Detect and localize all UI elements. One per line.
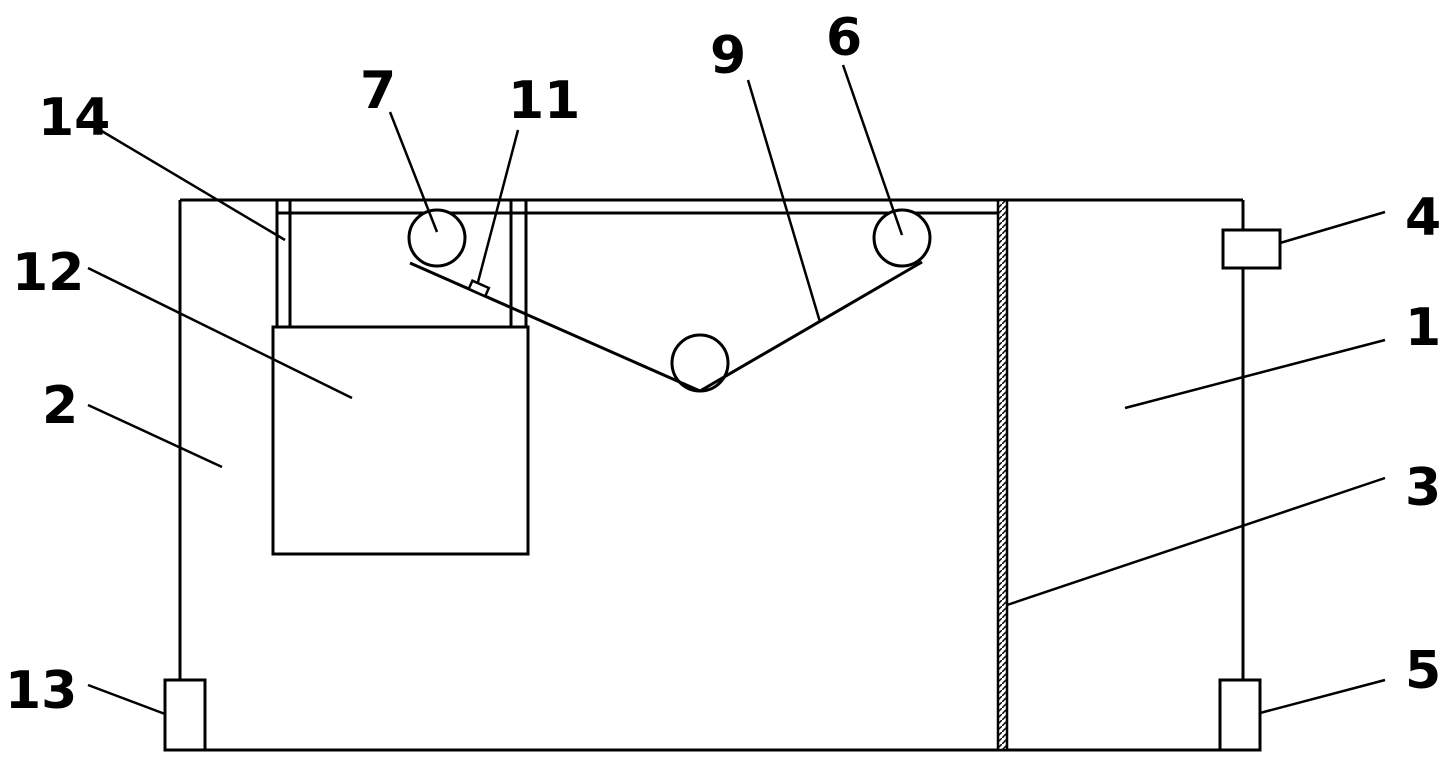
label-1: 1 bbox=[1405, 298, 1441, 358]
roller-6 bbox=[872, 208, 932, 268]
roller-7 bbox=[407, 208, 467, 268]
label-13: 13 bbox=[5, 661, 77, 721]
reference-labels: 14 12 2 13 7 11 9 6 4 1 3 5 bbox=[5, 8, 1441, 721]
label-12: 12 bbox=[12, 243, 84, 303]
label-14: 14 bbox=[38, 88, 110, 148]
label-4: 4 bbox=[1405, 188, 1441, 248]
belt-left-run bbox=[409, 261, 701, 393]
belt-9 bbox=[409, 260, 923, 393]
label-7: 7 bbox=[360, 61, 396, 121]
leader-1 bbox=[1124, 338, 1386, 410]
label-11: 11 bbox=[508, 71, 580, 131]
leader-11 bbox=[476, 129, 520, 283]
label-3: 3 bbox=[1405, 458, 1441, 518]
leader-12 bbox=[87, 266, 353, 400]
label-5: 5 bbox=[1405, 641, 1441, 701]
element-11 bbox=[467, 279, 491, 298]
belt-right-run bbox=[699, 260, 923, 393]
label-6: 6 bbox=[826, 8, 862, 68]
box-12 bbox=[271, 325, 530, 556]
leader-6 bbox=[841, 64, 904, 236]
leader-3 bbox=[1006, 476, 1386, 607]
compartment-12 bbox=[271, 200, 998, 556]
leader-7 bbox=[388, 111, 439, 233]
leader-4 bbox=[1279, 210, 1386, 245]
leader-5 bbox=[1259, 678, 1386, 715]
housing bbox=[178, 198, 1245, 752]
leader-14 bbox=[99, 128, 286, 242]
leader-9 bbox=[746, 79, 822, 323]
leader-2 bbox=[87, 403, 223, 469]
leader-lines bbox=[87, 64, 1386, 716]
partition-3 bbox=[996, 198, 1009, 752]
foot-5 bbox=[1218, 678, 1262, 752]
rollers bbox=[407, 208, 932, 393]
foot-13 bbox=[163, 678, 207, 752]
component-4 bbox=[1221, 228, 1282, 270]
label-9: 9 bbox=[710, 26, 746, 86]
label-2: 2 bbox=[42, 376, 78, 436]
leader-13 bbox=[87, 683, 166, 716]
